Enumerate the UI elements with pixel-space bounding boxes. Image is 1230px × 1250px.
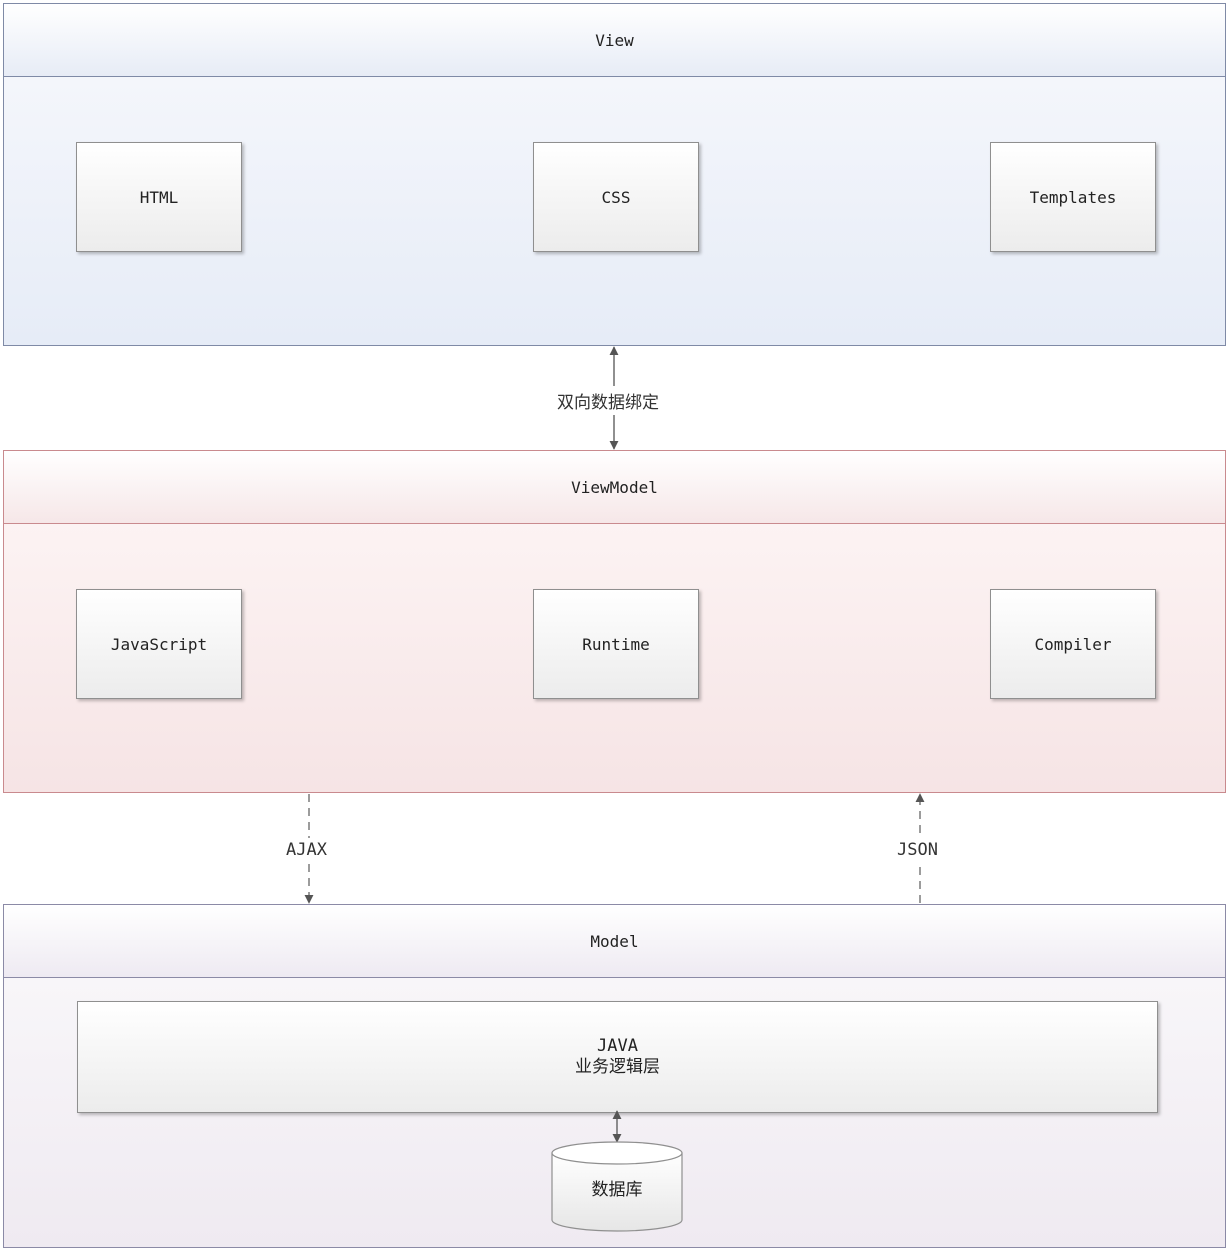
view-layer-body: HTML CSS Templates xyxy=(4,77,1225,345)
binding-label: 双向数据绑定 xyxy=(555,386,661,415)
business-logic-box: JAVA 业务逻辑层 xyxy=(77,1001,1158,1113)
css-box: CSS xyxy=(533,142,699,252)
model-layer-body: JAVA 业务逻辑层 xyxy=(4,978,1225,1247)
business-logic-line2: 业务逻辑层 xyxy=(575,1057,660,1077)
viewmodel-layer: ViewModel JavaScript Runtime Compiler xyxy=(3,450,1226,793)
runtime-box: Runtime xyxy=(533,589,699,699)
compiler-box: Compiler xyxy=(990,589,1156,699)
database-cylinder xyxy=(551,1141,683,1232)
templates-box: Templates xyxy=(990,142,1156,252)
view-layer-title: View xyxy=(4,4,1225,77)
viewmodel-layer-body: JavaScript Runtime Compiler xyxy=(4,524,1225,792)
database-label: 数据库 xyxy=(591,1179,643,1200)
model-layer-title: Model xyxy=(4,905,1225,978)
viewmodel-layer-title: ViewModel xyxy=(4,451,1225,524)
business-logic-line1: JAVA xyxy=(597,1036,638,1056)
view-layer: View HTML CSS Templates xyxy=(3,3,1226,346)
ajax-label: AJAX xyxy=(284,838,329,862)
json-label: JSON xyxy=(895,838,940,862)
javascript-box: JavaScript xyxy=(76,589,242,699)
html-box: HTML xyxy=(76,142,242,252)
model-layer: Model JAVA 业务逻辑层 xyxy=(3,904,1226,1248)
